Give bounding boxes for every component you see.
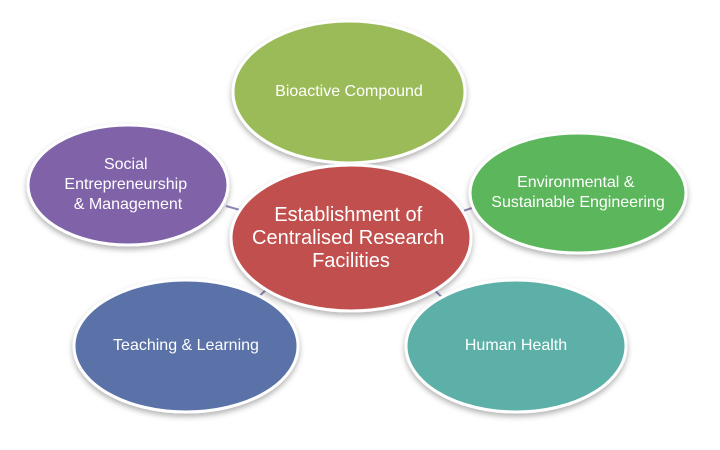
center-node-label: Establishment of Centralised Research Fa…	[252, 204, 450, 272]
node-environmental[interactable]: Environmental & Sustainable Engineering	[468, 131, 688, 255]
node-teaching-ellipse	[72, 278, 300, 414]
node-social-label: Social Entrepreneurship & Management	[64, 156, 191, 213]
node-environmental-ellipse	[468, 131, 688, 255]
node-bioactive-label: Bioactive Compound	[275, 83, 423, 100]
node-human-health-label: Human Health	[465, 337, 567, 354]
connector-social	[225, 205, 241, 211]
node-human-health[interactable]: Human Health	[404, 278, 628, 414]
node-social-ellipse	[26, 123, 230, 247]
node-environmental-label: Environmental & Sustainable Engineering	[491, 174, 664, 211]
node-teaching-label: Teaching & Learning	[113, 337, 259, 354]
node-bioactive-ellipse	[231, 19, 467, 165]
node-human-health-ellipse	[404, 278, 628, 414]
center-node-ellipse	[229, 163, 473, 313]
center-node[interactable]: Establishment of Centralised Research Fa…	[229, 163, 473, 313]
node-social[interactable]: Social Entrepreneurship & Management	[26, 123, 230, 247]
node-bioactive[interactable]: Bioactive Compound	[231, 19, 467, 165]
node-teaching[interactable]: Teaching & Learning	[72, 278, 300, 414]
